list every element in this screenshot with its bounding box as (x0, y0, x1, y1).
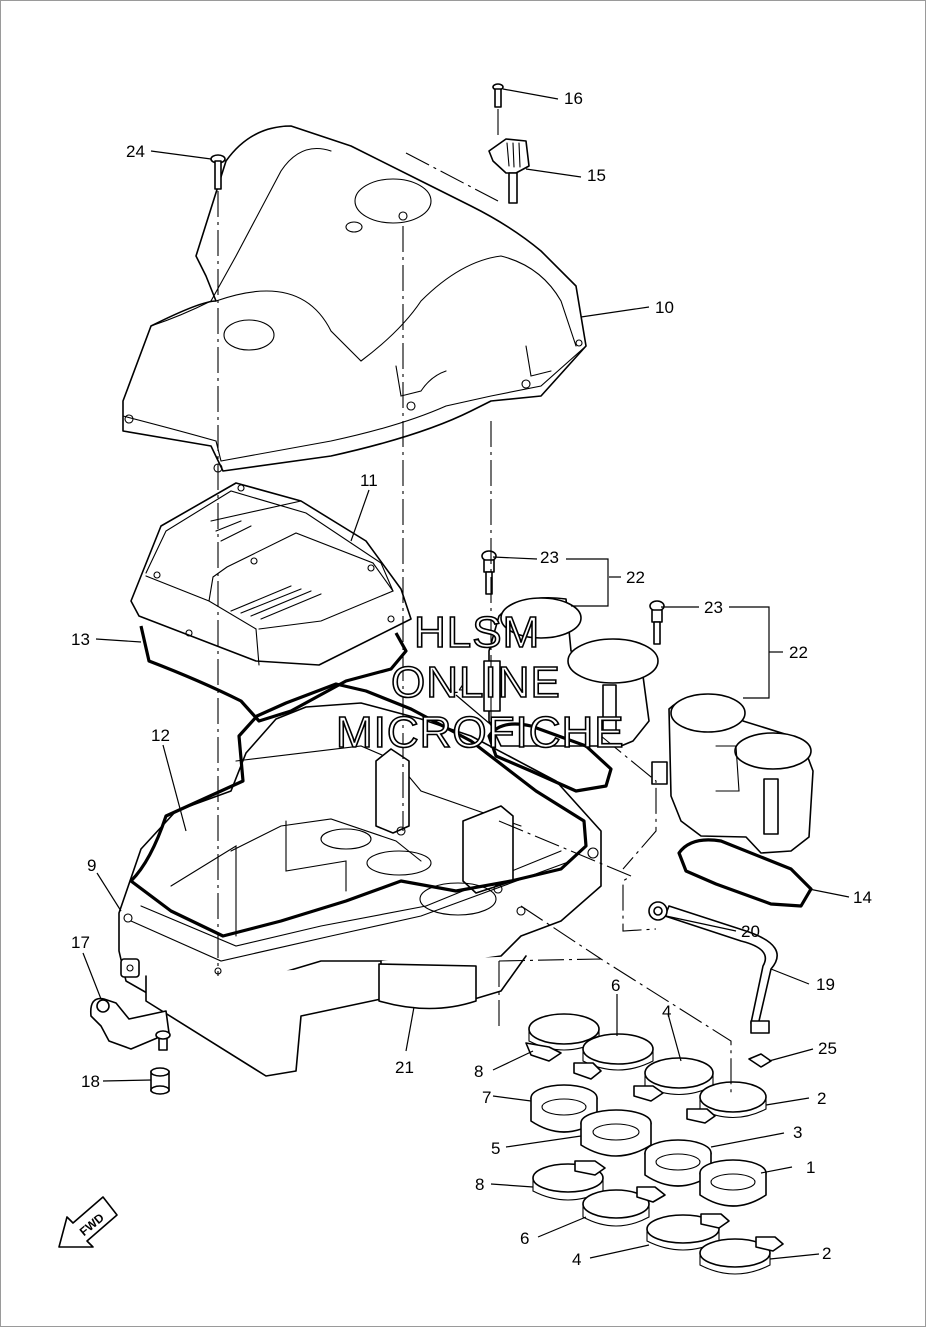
watermark-line-3: MICROFICHE (336, 708, 625, 757)
watermark-line-2: ONLINE (391, 658, 561, 707)
air-filter-element (130, 482, 412, 666)
breather-hose-19 (664, 905, 778, 1034)
bolt-23-right (649, 600, 665, 645)
callout-4-lower: 4 (572, 1250, 581, 1269)
air-filter-case-cover (122, 125, 587, 473)
intake-temperature-sensor-15 (488, 138, 530, 204)
callout-4-upper: 4 (662, 1002, 671, 1021)
watermark: HLSM ONLINE MICROFICHE (335, 607, 625, 758)
callout-9: 9 (87, 856, 96, 875)
gasket-14-upper (487, 722, 613, 793)
callout-12: 12 (151, 726, 170, 745)
callout-2-lower: 2 (822, 1244, 831, 1263)
screw-16 (492, 83, 504, 108)
grommet-18 (150, 1067, 170, 1095)
callout-10: 10 (655, 298, 674, 317)
callout-3: 3 (793, 1123, 802, 1142)
callout-14-upper: 14 (449, 678, 468, 697)
callout-11: 11 (360, 471, 378, 490)
callout-6-upper: 6 (611, 976, 620, 995)
gasket-12 (129, 682, 588, 938)
callout-23-lower: 23 (704, 598, 723, 617)
drain-tube-21 (378, 963, 477, 1010)
callout-14-lower: 14 (853, 888, 872, 907)
callout-8-lower: 8 (475, 1175, 484, 1194)
joints-and-clamps (525, 1013, 784, 1275)
air-funnel-22-left (483, 596, 659, 747)
screw-24 (210, 154, 226, 190)
watermark-line-1: HLSM (414, 608, 540, 657)
clip-25 (748, 1053, 772, 1068)
callout-22-lower: 22 (789, 643, 808, 662)
air-funnel-22-right (651, 693, 814, 854)
callout-22-upper: 22 (626, 568, 645, 587)
callout-7: 7 (482, 1088, 491, 1107)
callout-6-lower: 6 (520, 1229, 529, 1248)
callout-16: 16 (564, 89, 583, 108)
callout-18: 18 (81, 1072, 100, 1091)
callouts: 16 15 24 10 11 23 22 23 22 13 14 12 9 14… (71, 89, 872, 1269)
callout-8-upper: 8 (474, 1062, 483, 1081)
callout-1: 1 (806, 1158, 815, 1177)
callout-20: 20 (741, 922, 760, 941)
callout-15: 15 (587, 166, 606, 185)
callout-13: 13 (71, 630, 90, 649)
callout-2-upper: 2 (817, 1089, 826, 1108)
assembly-lines (217, 109, 732, 1094)
callout-19: 19 (816, 975, 835, 994)
callout-21: 21 (395, 1058, 414, 1077)
callout-17: 17 (71, 933, 90, 952)
bolt-23-left (481, 550, 497, 595)
callout-23-upper: 23 (540, 548, 559, 567)
callout-25: 25 (818, 1039, 837, 1058)
bracket-17 (89, 997, 171, 1051)
callout-24: 24 (126, 142, 145, 161)
gasket-14-lower (677, 838, 813, 908)
air-filter-case (118, 702, 602, 1077)
forward-direction-arrow: FWD (58, 1196, 118, 1248)
callout-5: 5 (491, 1139, 500, 1158)
hose-clamp-20 (648, 901, 668, 921)
leader-lines (82, 88, 850, 1260)
